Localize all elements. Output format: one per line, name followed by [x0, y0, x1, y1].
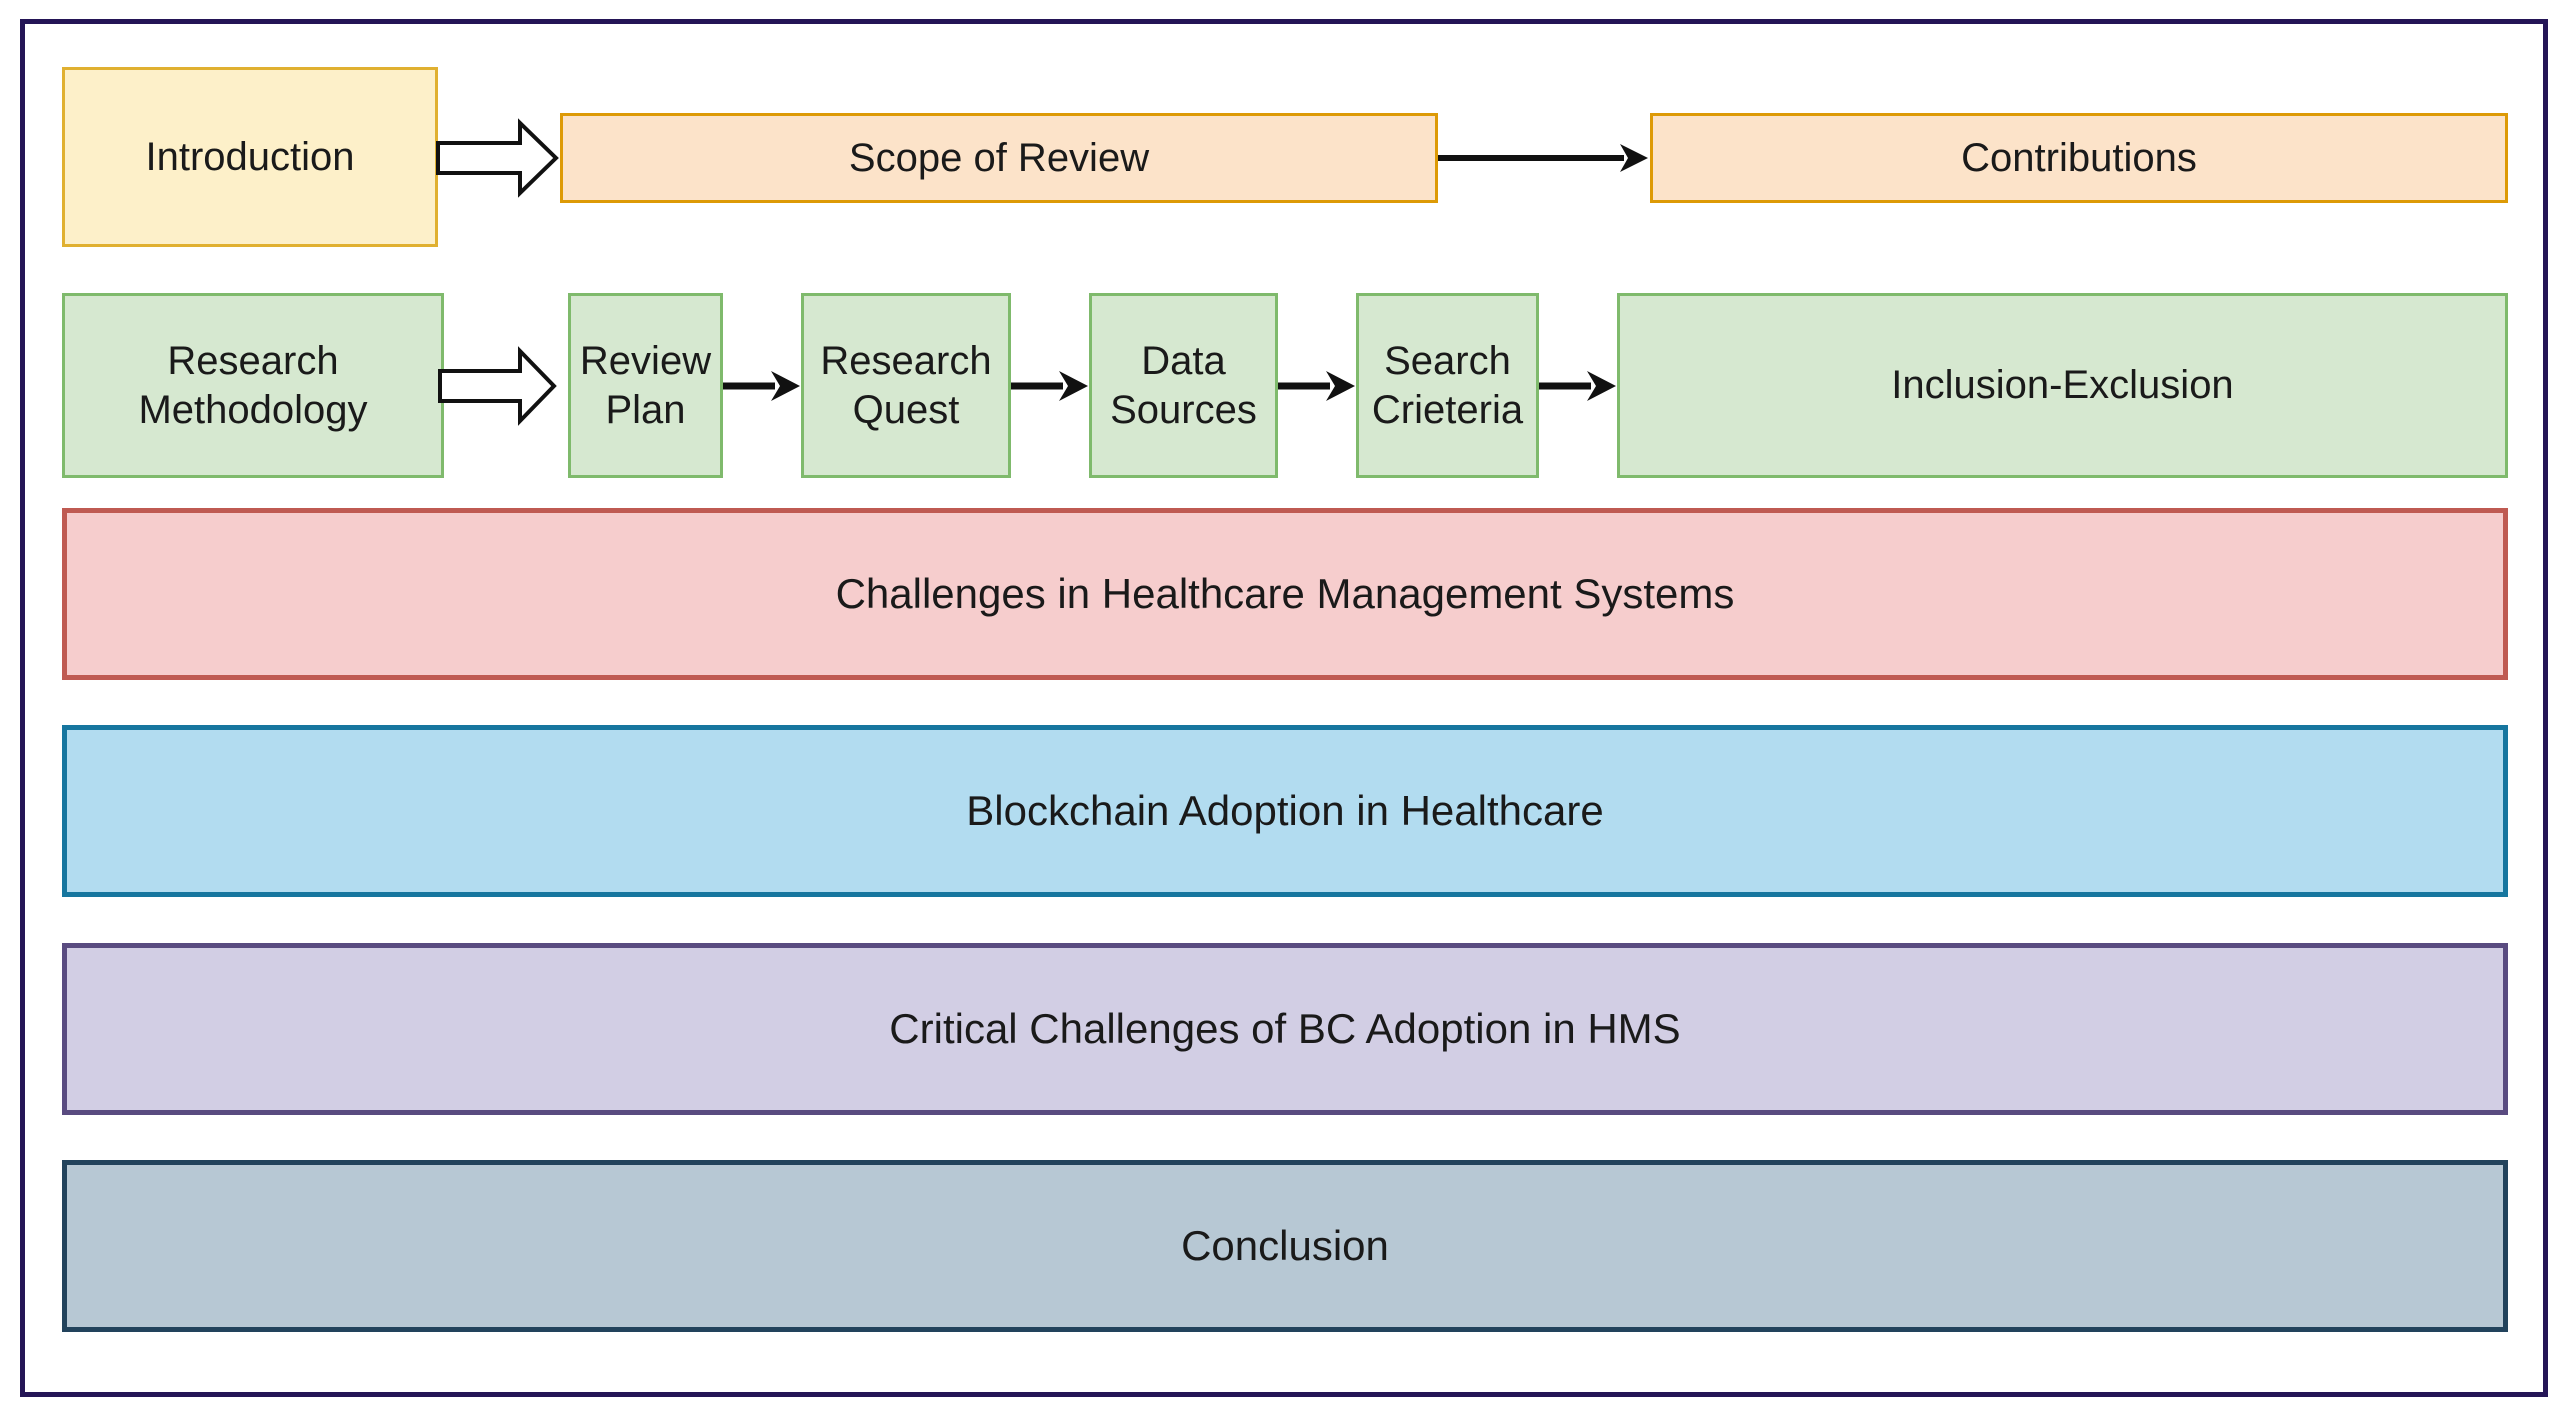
diagram-outer-frame — [20, 19, 2548, 1397]
bar-critical-challenges-bc-label: Critical Challenges of BC Adoption in HM… — [889, 1005, 1681, 1052]
bar-blockchain-adoption-label: Blockchain Adoption in Healthcare — [966, 787, 1604, 834]
node-research-quest[interactable]: Research Quest — [801, 293, 1011, 478]
node-data-sources-label-line1: Data — [1141, 338, 1226, 383]
node-data-sources[interactable]: Data Sources — [1089, 293, 1278, 478]
node-research-quest-label-line2: Quest — [852, 387, 960, 432]
node-review-plan[interactable]: Review Plan — [568, 293, 723, 478]
node-introduction[interactable]: Introduction — [62, 67, 438, 247]
node-scope-of-review-label: Scope of Review — [848, 135, 1150, 180]
node-contributions-label: Contributions — [1961, 135, 2197, 180]
bar-critical-challenges-bc[interactable]: Critical Challenges of BC Adoption in HM… — [62, 943, 2508, 1115]
node-research-methodology-label-line1: Research — [167, 338, 339, 383]
node-review-plan-label-line2: Plan — [605, 387, 686, 432]
bar-conclusion[interactable]: Conclusion — [62, 1160, 2508, 1332]
node-data-sources-label-line2: Sources — [1110, 387, 1257, 432]
node-introduction-label: Introduction — [145, 134, 355, 179]
node-research-methodology-label-line2: Methodology — [138, 387, 368, 432]
node-search-crieteria-label-line1: Search — [1384, 338, 1511, 383]
node-search-crieteria[interactable]: Search Crieteria — [1356, 293, 1539, 478]
bar-blockchain-adoption[interactable]: Blockchain Adoption in Healthcare — [62, 725, 2508, 897]
node-review-plan-label-line1: Review — [579, 338, 712, 383]
node-contributions[interactable]: Contributions — [1650, 113, 2508, 203]
bar-conclusion-label: Conclusion — [1181, 1222, 1389, 1269]
node-inclusion-exclusion[interactable]: Inclusion-Exclusion — [1617, 293, 2508, 478]
node-research-quest-label-line1: Research — [820, 338, 992, 383]
bar-challenges-hms[interactable]: Challenges in Healthcare Management Syst… — [62, 508, 2508, 680]
node-scope-of-review[interactable]: Scope of Review — [560, 113, 1438, 203]
node-search-crieteria-label-line2: Crieteria — [1371, 387, 1524, 432]
bar-challenges-hms-label: Challenges in Healthcare Management Syst… — [835, 570, 1735, 617]
node-research-methodology[interactable]: Research Methodology — [62, 293, 444, 478]
node-inclusion-exclusion-label: Inclusion-Exclusion — [1891, 363, 2234, 408]
